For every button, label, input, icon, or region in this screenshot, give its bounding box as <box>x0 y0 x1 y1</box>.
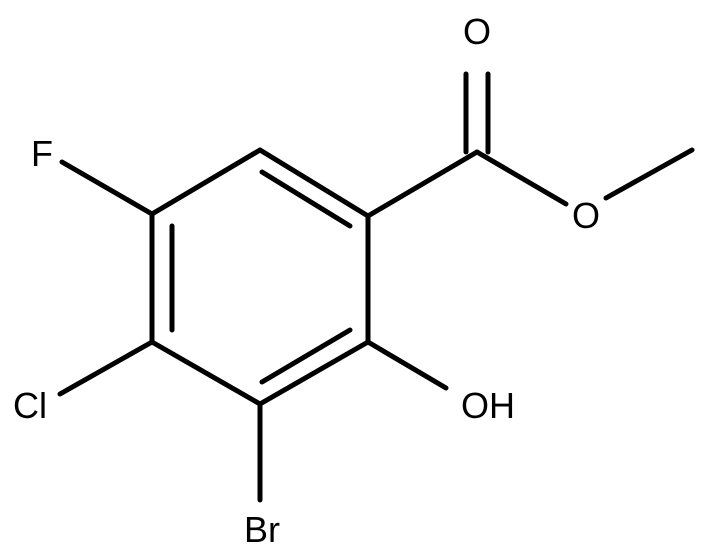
ring-bond-c1-c2-inner <box>259 169 353 229</box>
ring-bond-c4-c5 <box>149 339 263 407</box>
ring-bond-c5-c6 <box>257 339 371 407</box>
bond-carbonyl-to-ester-o <box>474 149 569 207</box>
bond-to-fluorine <box>59 159 155 217</box>
bond-ester-o-to-methyl <box>603 147 695 201</box>
bond-to-hydroxyl <box>365 339 449 391</box>
atom-label-bromine: Br <box>244 509 280 550</box>
bond-ring-to-carbonyl <box>365 149 480 219</box>
ring-bond-c1-c2 <box>257 147 371 219</box>
atom-label-hydroxyl: OH <box>461 385 515 426</box>
atom-label-oxygen-carbonyl: O <box>463 11 491 52</box>
atom-label-fluorine: F <box>31 133 53 174</box>
bond-to-chlorine <box>57 339 155 397</box>
bonds <box>57 71 695 503</box>
ring-bond-c2-c3 <box>149 147 263 217</box>
atom-label-oxygen-ester: O <box>572 195 600 236</box>
atom-labels: O O F Cl OH Br <box>13 11 600 550</box>
ring-bond-c5-c6-inner <box>259 327 353 385</box>
atom-label-chlorine: Cl <box>13 385 47 426</box>
